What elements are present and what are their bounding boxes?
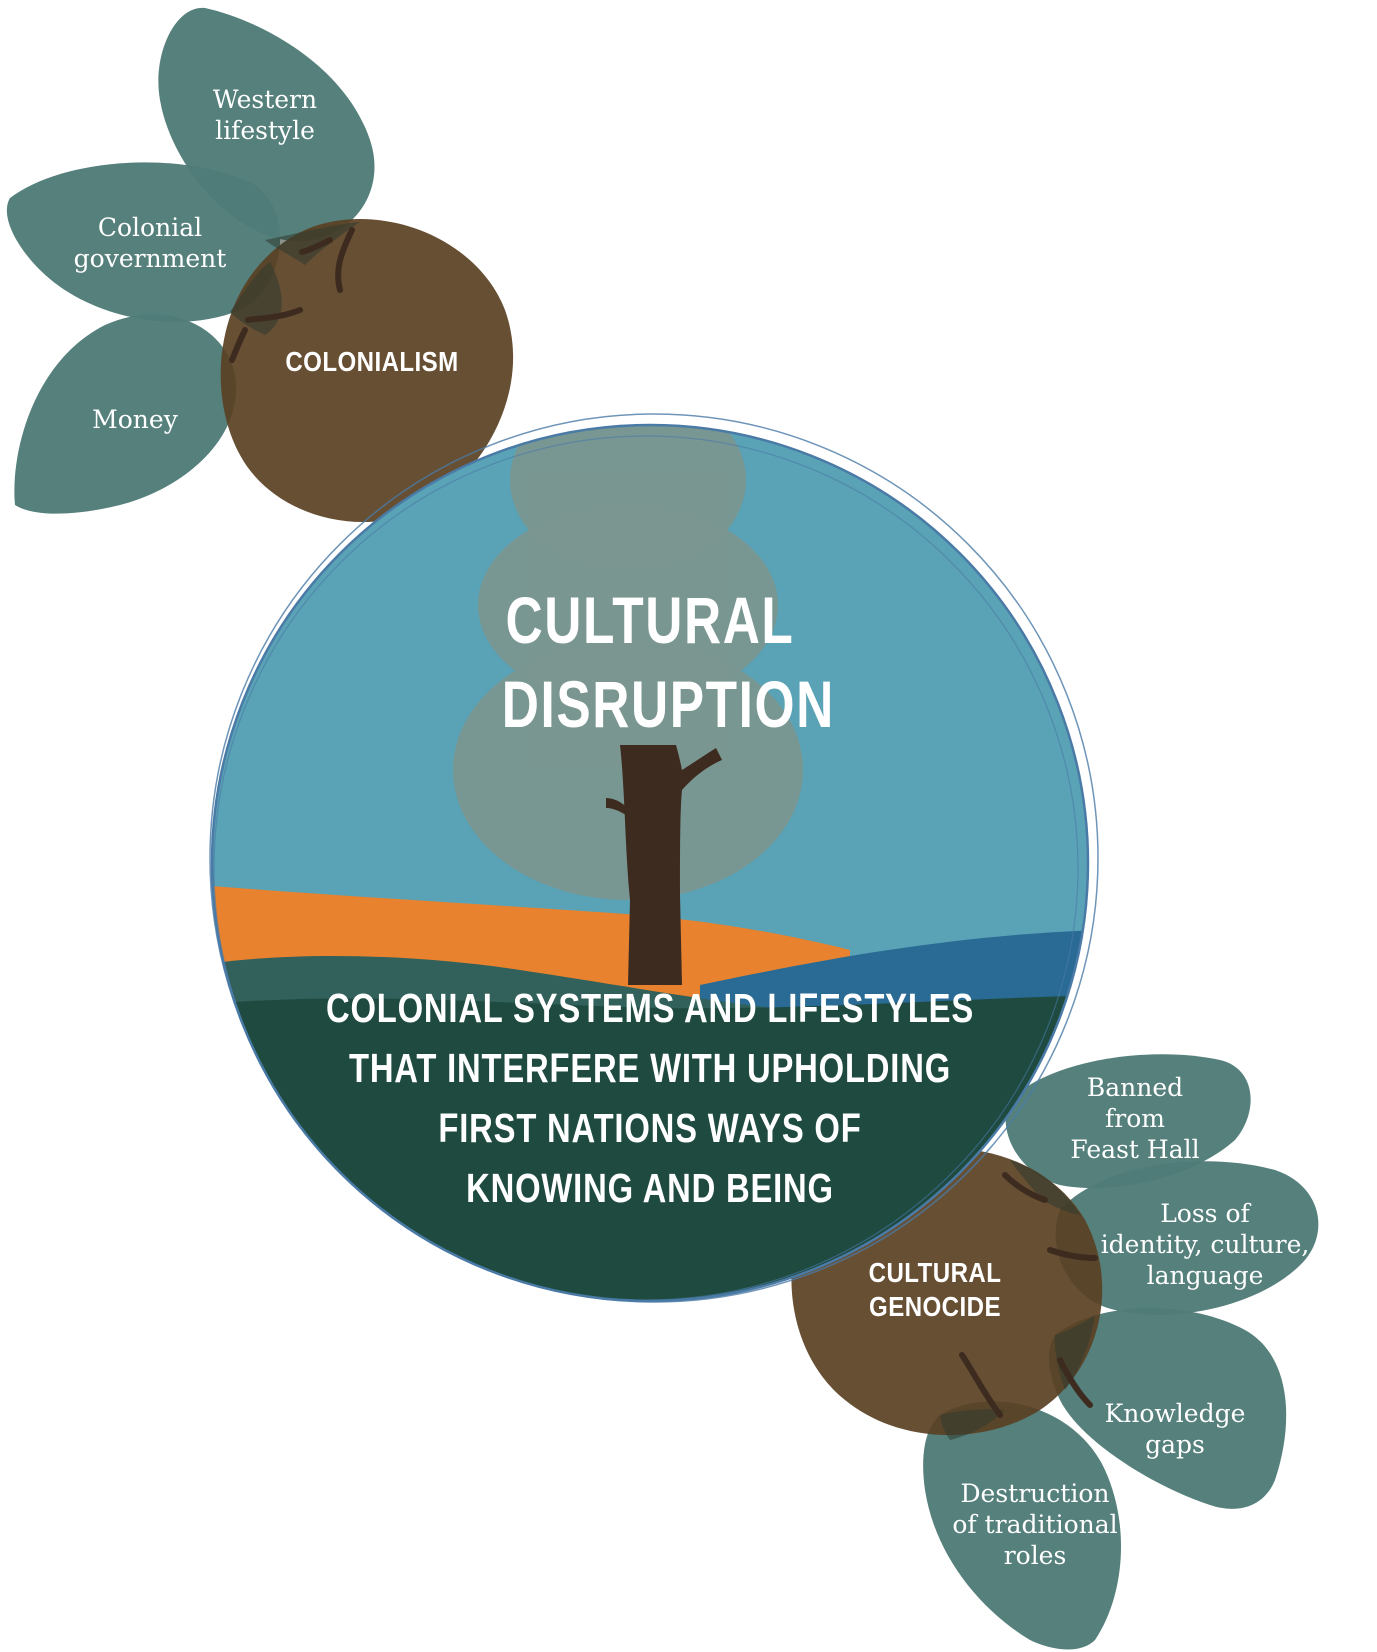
leaf-vein	[959, 1352, 1093, 1418]
center-title: CULTURAL DISRUPTION	[501, 583, 835, 741]
colonialism-label: COLONIALISM	[285, 346, 459, 377]
leaf-label-loss-of-identity: Loss of identity, culture, language	[1100, 1199, 1310, 1290]
overlap-shadow	[1010, 1160, 1080, 1215]
overlap-shadow	[940, 1409, 1005, 1440]
circle-outline	[209, 413, 1099, 1303]
leaf-vein	[299, 227, 355, 293]
cultural-genocide-label: CULTURAL GENOCIDE	[868, 1257, 1002, 1322]
leaf-label-destruction-traditional-roles: Destruction of traditional roles	[952, 1479, 1118, 1570]
leaf-loss-of-identity	[1055, 1161, 1319, 1315]
leaf-banned-feast-hall	[1005, 1054, 1251, 1188]
center-description: COLONIAL SYSTEMS AND LIFESTYLES THAT INT…	[325, 985, 975, 1211]
leaf-colonial-government	[6, 162, 281, 322]
leaf-vein	[229, 307, 303, 363]
leaf-label-colonial-government: Colonial government	[73, 213, 227, 273]
overlap-shadow	[265, 222, 360, 265]
central-circle	[209, 413, 1099, 1303]
leaf-label-knowledge-gaps: Knowledge gaps	[1104, 1399, 1246, 1459]
leaf-label-money: Money	[92, 405, 178, 434]
circle-outline	[213, 435, 1079, 1301]
leaf-money	[14, 314, 237, 514]
colonialism-cluster	[6, 7, 514, 523]
cultural-genocide-cluster	[791, 1054, 1319, 1650]
leaf-knowledge-gaps	[1048, 1308, 1287, 1509]
leaf-label-banned-feast-hall: Banned from Feast Hall	[1070, 1073, 1200, 1164]
circle-outline	[210, 423, 1090, 1303]
tree-trunk	[606, 745, 722, 985]
leaf-vein	[1002, 1172, 1098, 1261]
leaf-label-western-lifestyle: Western lifestyle	[212, 85, 318, 145]
colonialism-hub	[220, 219, 514, 523]
leaf-destruction-traditional-roles	[923, 1401, 1122, 1650]
